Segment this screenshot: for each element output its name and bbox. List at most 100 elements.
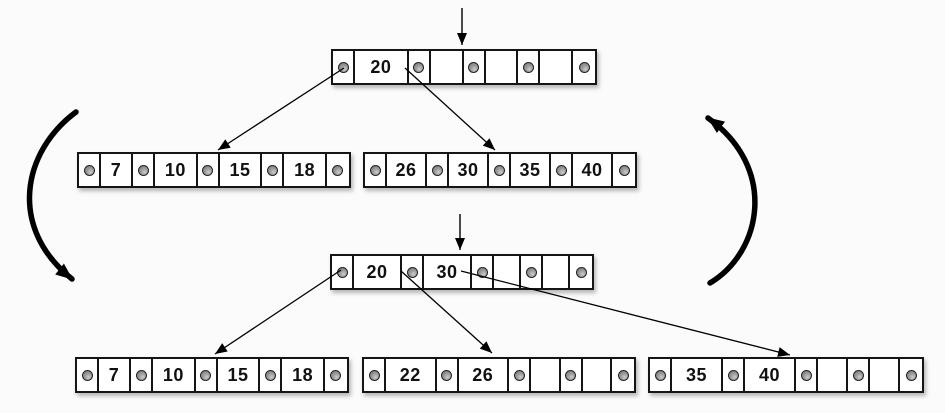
pointer-slot (262, 154, 285, 186)
pointer-dot-icon (369, 164, 381, 176)
pointer-dot-icon (406, 266, 418, 278)
pointer-dot-icon (513, 369, 525, 381)
pointer-dot-icon (565, 369, 577, 381)
key-value: 20 (366, 261, 388, 282)
pointer-dot-icon (522, 61, 534, 73)
transition-arrow-up-right-icon (705, 115, 758, 286)
pointer-dot-icon (330, 369, 342, 381)
pointer-dot-icon (617, 369, 629, 381)
btree-node-bottom-child-left: 7 10 15 18 (75, 357, 349, 393)
pointer-dot-icon (575, 266, 587, 278)
key-cell: 15 (218, 359, 261, 391)
pointer-dot-icon (441, 369, 453, 381)
key-cell: 22 (386, 359, 437, 391)
key-value: 26 (395, 159, 417, 180)
key-cell (486, 51, 519, 83)
pointer-slot (327, 154, 349, 186)
pointer-dot-icon (83, 164, 95, 176)
pointer-slot (613, 154, 635, 186)
key-cell (870, 359, 900, 391)
pointer-slot (198, 154, 220, 186)
key-value: 15 (229, 159, 251, 180)
key-cell: 7 (99, 359, 132, 391)
pointer-dot-icon (555, 164, 567, 176)
key-cell: 30 (424, 256, 473, 288)
pointer-slot (77, 359, 99, 391)
pointer-dot-icon (727, 369, 739, 381)
pointer-dot-icon (200, 369, 212, 381)
pointer-dot-icon (266, 164, 278, 176)
key-value: 22 (399, 364, 421, 385)
key-cell: 20 (354, 256, 403, 288)
pointer-slot (325, 359, 347, 391)
pointer-slot (427, 154, 449, 186)
pointer-slot (464, 51, 486, 83)
pointer-dot-icon (368, 369, 380, 381)
key-cell: 10 (155, 154, 198, 186)
transition-arrow-down-left-icon (26, 109, 79, 282)
key-cell (583, 359, 612, 391)
key-cell: 30 (449, 154, 489, 186)
pointer-dot-icon (413, 61, 425, 73)
key-cell: 26 (387, 154, 427, 186)
pointer-slot (612, 359, 634, 391)
key-cell: 15 (220, 154, 263, 186)
key-value: 10 (164, 159, 186, 180)
edge-top-root-to-left-child (217, 67, 345, 151)
pointer-dot-icon (525, 266, 537, 278)
pointer-slot (521, 256, 544, 288)
key-cell (543, 256, 570, 288)
pointer-dot-icon (431, 164, 443, 176)
pointer-dot-icon (264, 369, 276, 381)
key-cell (818, 359, 849, 391)
edge-bottom-root-to-left-child (214, 269, 342, 355)
pointer-slot (79, 154, 101, 186)
key-value: 15 (227, 364, 249, 385)
pointer-dot-icon (81, 369, 93, 381)
key-cell (540, 51, 574, 83)
pointer-dot-icon (493, 164, 505, 176)
pointer-slot (573, 51, 595, 83)
key-value: 40 (581, 159, 603, 180)
pointer-dot-icon (852, 369, 864, 381)
pointer-slot (796, 359, 819, 391)
btree-node-bottom-child-right: 35 40 (648, 357, 924, 393)
key-cell: 10 (153, 359, 196, 391)
pointer-dot-icon (135, 369, 147, 381)
pointer-slot (364, 359, 386, 391)
btree-node-top-child-right: 26 30 35 40 (363, 152, 637, 188)
key-cell: 7 (101, 154, 134, 186)
pointer-dot-icon (137, 164, 149, 176)
pointer-dot-icon (578, 61, 590, 73)
key-value: 20 (370, 56, 392, 77)
pointer-slot (472, 256, 495, 288)
key-value: 35 (685, 364, 708, 385)
pointer-slot (409, 51, 431, 83)
pointer-dot-icon (336, 266, 348, 278)
pointer-slot (518, 51, 541, 83)
key-cell: 35 (511, 154, 551, 186)
btree-node-top-child-left: 7 10 15 18 (77, 152, 351, 188)
key-cell (494, 256, 522, 288)
pointer-slot (848, 359, 871, 391)
btree-node-top-root: 20 (331, 49, 597, 85)
pointer-slot (900, 359, 922, 391)
pointer-slot (437, 359, 459, 391)
pointer-slot (333, 51, 355, 83)
key-value: 30 (436, 261, 458, 282)
pointer-slot (131, 359, 154, 391)
key-value: 40 (759, 364, 781, 385)
key-value: 7 (110, 159, 122, 180)
key-value: 26 (472, 364, 494, 385)
pointer-dot-icon (468, 61, 480, 73)
pointer-dot-icon (202, 164, 214, 176)
pointer-slot (332, 256, 354, 288)
key-cell: 40 (745, 359, 797, 391)
key-value: 7 (108, 364, 120, 385)
key-value: 35 (519, 159, 541, 180)
key-cell: 18 (284, 154, 327, 186)
pointer-slot (196, 359, 218, 391)
key-cell (431, 51, 464, 83)
pointer-dot-icon (476, 266, 488, 278)
